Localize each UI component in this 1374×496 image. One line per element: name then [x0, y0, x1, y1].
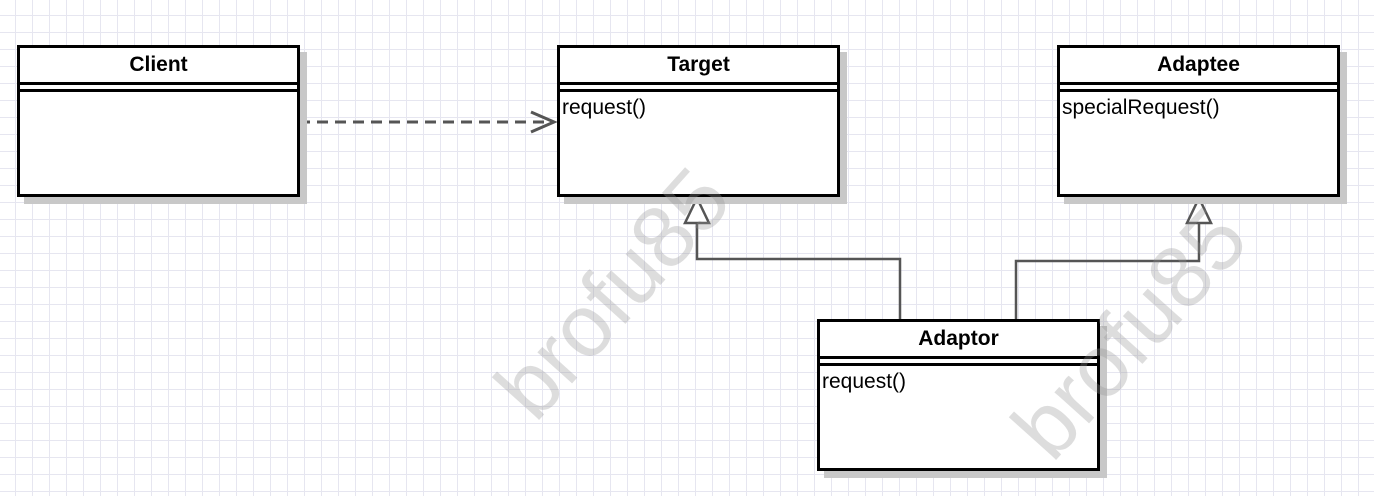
class-target-name: Target — [560, 48, 837, 85]
class-client-name: Client — [20, 48, 297, 85]
class-client-operations — [20, 92, 297, 96]
class-adaptee-operations: specialRequest() — [1060, 92, 1337, 120]
class-adaptor[interactable]: Adaptor request() — [817, 319, 1100, 471]
adaptor-adaptee-generalization-line — [1014, 223, 1201, 319]
class-adaptee-operation: specialRequest() — [1062, 96, 1220, 119]
class-target-attributes — [560, 85, 837, 92]
class-target-operation: request() — [562, 96, 647, 119]
class-client[interactable]: Client — [17, 45, 300, 197]
class-adaptor-operation: request() — [822, 370, 907, 393]
class-adaptor-name: Adaptor — [820, 322, 1097, 359]
class-target[interactable]: Target request() — [557, 45, 840, 197]
dependency-open-arrowhead — [530, 110, 558, 134]
target-inheritance-triangle — [683, 195, 711, 225]
class-client-attributes — [20, 85, 297, 92]
class-adaptee-attributes — [1060, 85, 1337, 92]
class-adaptee[interactable]: Adaptee specialRequest() — [1057, 45, 1340, 197]
class-adaptor-operations: request() — [820, 366, 1097, 394]
adaptee-inheritance-triangle — [1185, 195, 1213, 225]
adaptor-target-generalization-line — [695, 223, 902, 319]
class-adaptee-name: Adaptee — [1060, 48, 1337, 85]
class-target-operations: request() — [560, 92, 837, 120]
class-adaptor-attributes — [820, 359, 1097, 366]
